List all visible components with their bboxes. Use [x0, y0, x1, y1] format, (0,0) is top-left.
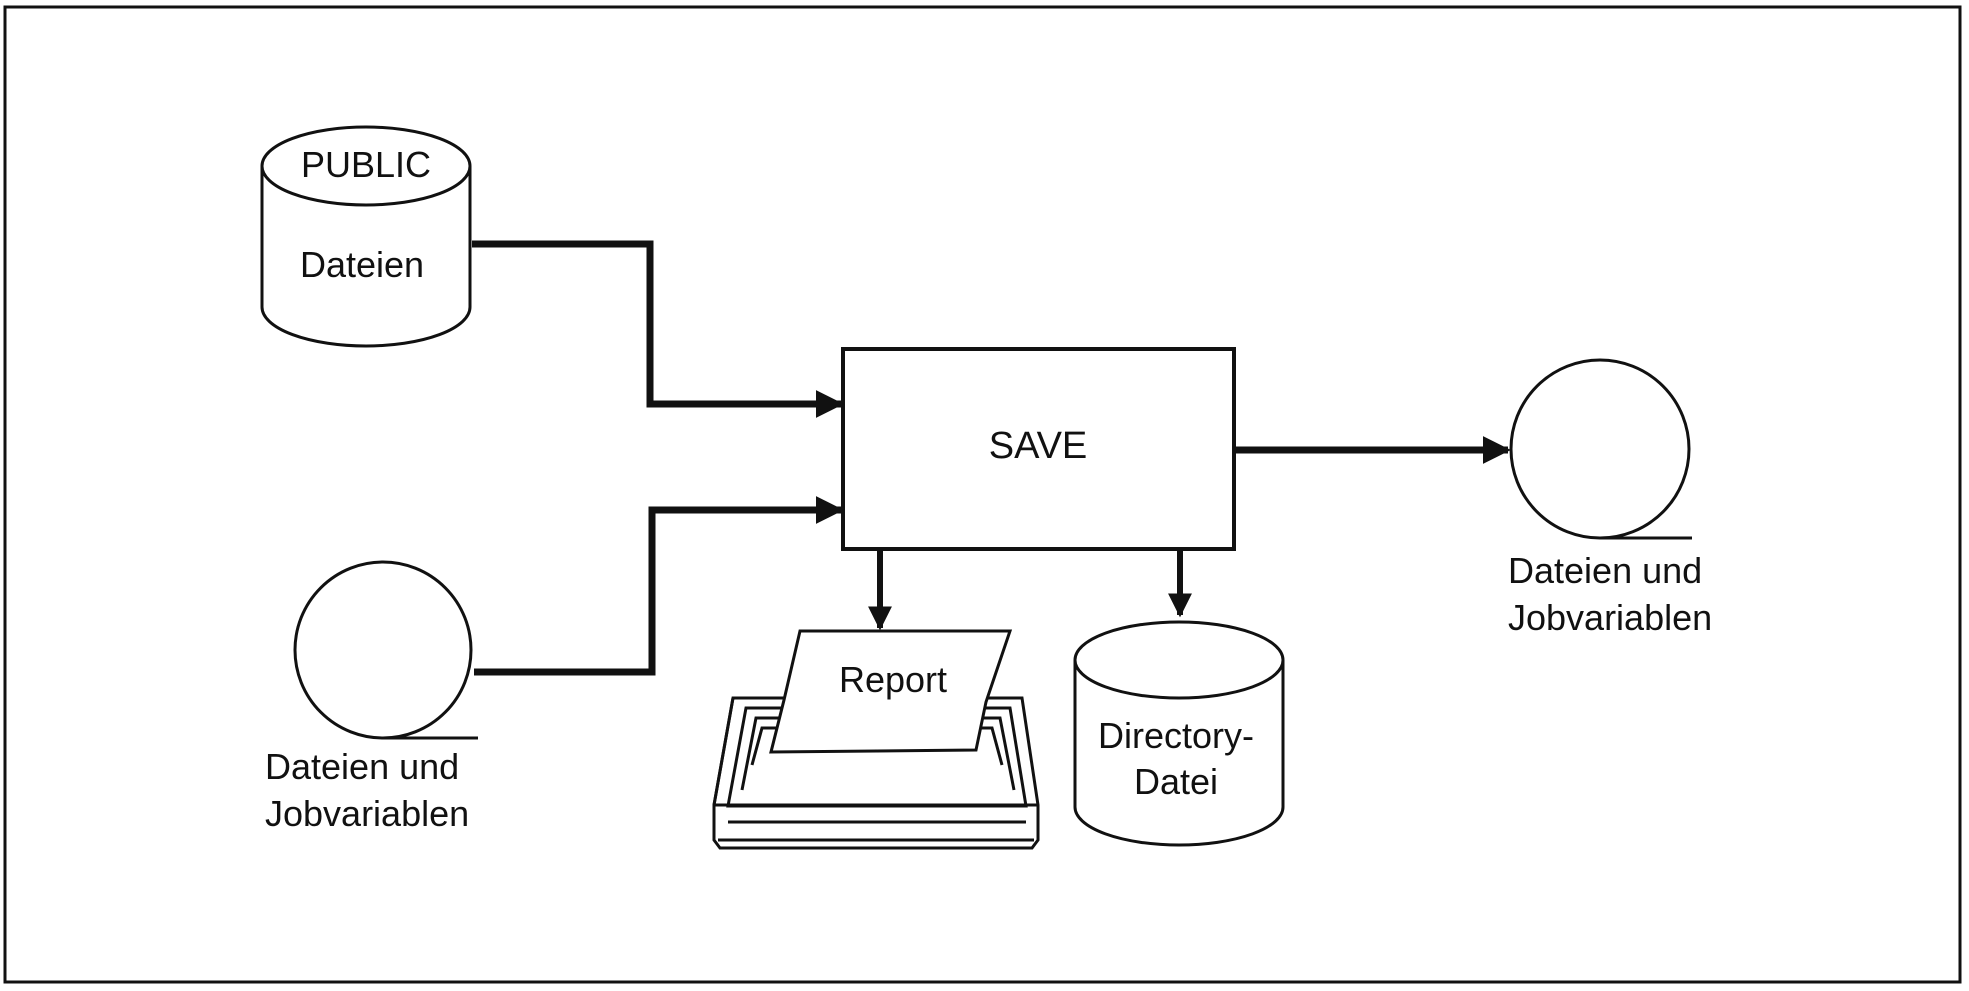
arrow-public-to-save: [472, 240, 844, 418]
directory-disk-label-line2: Datei: [1134, 761, 1218, 802]
output-tape-label-line1: Dateien und: [1508, 550, 1702, 591]
report-label: Report: [839, 659, 947, 700]
public-disk-icon: PUBLIC Dateien: [260, 125, 472, 348]
save-process-box: [841, 347, 1236, 551]
public-disk-top-label: PUBLIC: [301, 144, 431, 185]
output-tape-label-line2: Jobvariablen: [1508, 597, 1712, 638]
directory-disk-label-line1: Directory-: [1098, 715, 1254, 756]
output-tape-icon: [1509, 358, 1692, 540]
input-tape-label-line1: Dateien und: [265, 746, 459, 787]
input-tape-icon: [293, 560, 478, 740]
input-tape-label-line2: Jobvariablen: [265, 793, 469, 834]
arrow-tape-to-save: [474, 496, 844, 676]
public-disk-body-label: Dateien: [300, 244, 424, 285]
directory-disk-icon: Directory- Datei: [1073, 620, 1285, 847]
save-process-label: SAVE: [989, 425, 1088, 467]
report-sheet-icon: Report: [769, 629, 1013, 754]
diagram-frame: [3, 5, 1962, 984]
